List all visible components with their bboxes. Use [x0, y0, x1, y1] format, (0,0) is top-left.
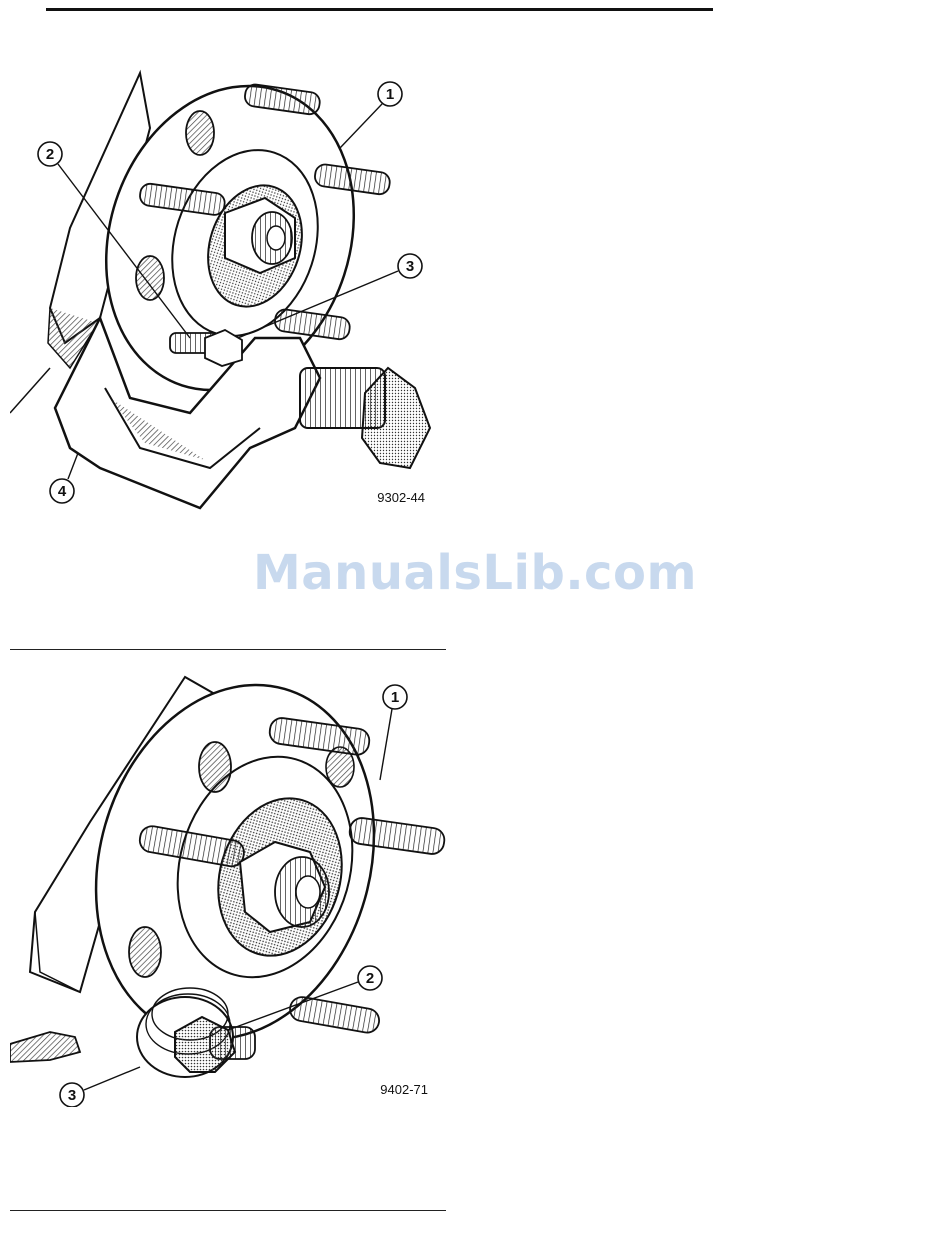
callout-label-3: 3	[68, 1087, 76, 1104]
figure-2: 1 2 3 9402-71	[10, 672, 446, 1107]
figure-separator	[10, 1210, 446, 1211]
callout-label-3: 3	[406, 258, 414, 275]
callout-1: 1	[380, 685, 407, 780]
watermark: ManualsLib.com	[0, 545, 950, 601]
header-rule	[46, 8, 713, 11]
hub-puller-illustration: 1 2 3 4 9302-44	[10, 68, 446, 513]
callout-label-2: 2	[366, 970, 374, 987]
callout-label-4: 4	[58, 483, 67, 500]
figure-code: 9302-44	[377, 490, 425, 505]
callout-label-1: 1	[386, 86, 394, 103]
callout-1: 1	[340, 82, 402, 148]
figure-1: 1 2 3 4 9302-44	[10, 68, 446, 513]
callout-4: 4	[50, 453, 78, 503]
hub-bearing-illustration: 1 2 3 9402-71	[10, 672, 446, 1107]
figure-code: 9402-71	[380, 1082, 428, 1097]
figure-separator	[10, 649, 446, 650]
callout-label-2: 2	[46, 146, 54, 163]
callout-label-1: 1	[391, 689, 399, 706]
callout-3: 3	[60, 1067, 140, 1107]
